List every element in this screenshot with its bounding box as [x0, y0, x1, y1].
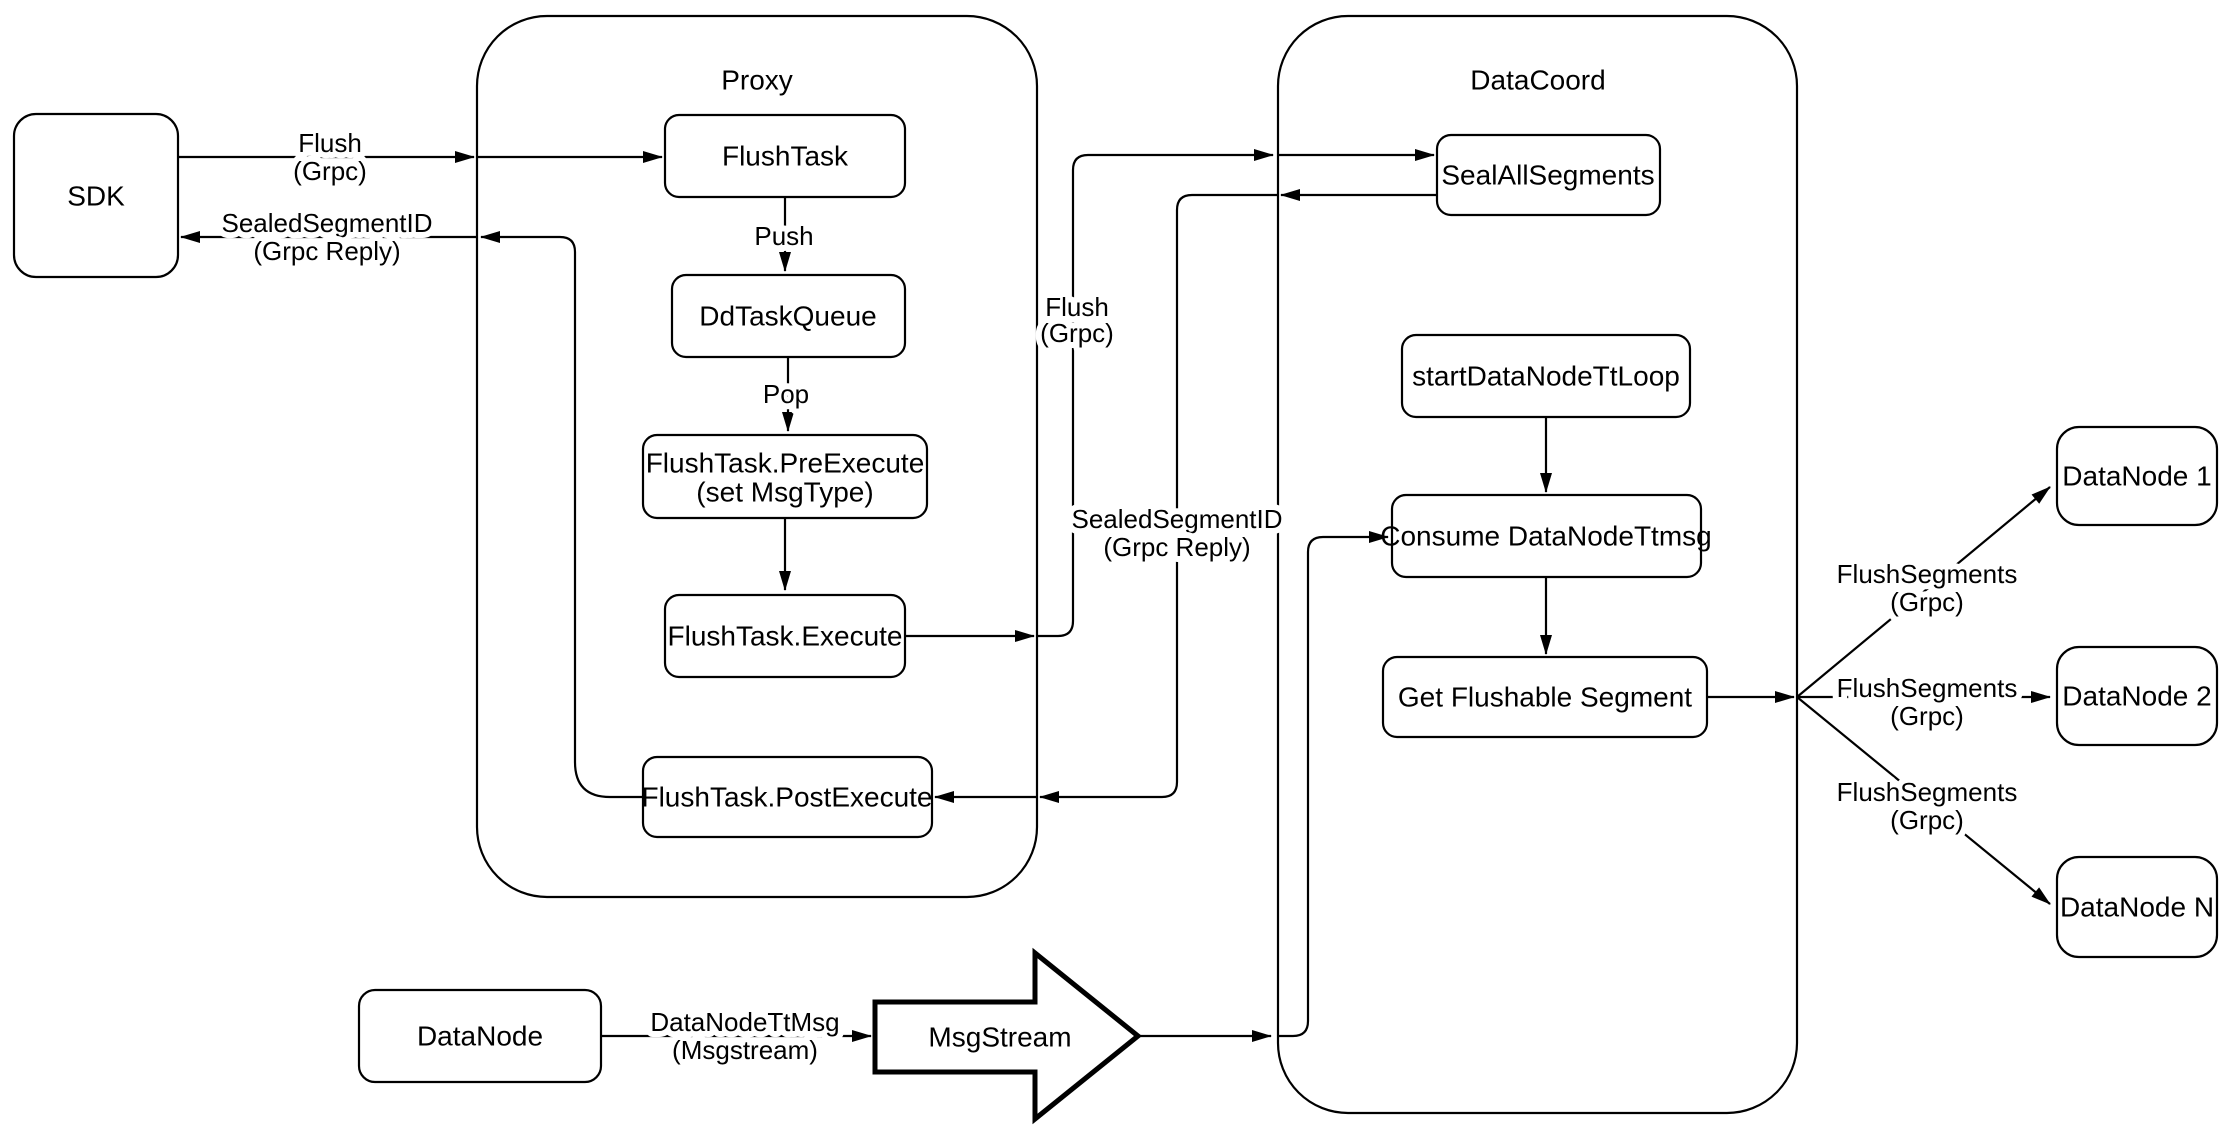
- pre-execute-box: [641, 433, 929, 520]
- edge-datacoord-edge-to-consume: [1277, 531, 1389, 1038]
- dd-task-queue-label: DdTaskQueue: [699, 301, 876, 332]
- node-sdk: SDK: [12, 112, 180, 279]
- proxy-title: Proxy: [721, 65, 793, 96]
- sdk-box: [12, 112, 180, 279]
- post-execute-label: FlushTask.PostExecute: [641, 782, 932, 813]
- label-datanode-tt-msg-line1: DataNodeTtMsg: [650, 1007, 839, 1037]
- node-datanode-bottom: DataNode: [357, 988, 603, 1084]
- start-datanode-tt-loop-label: startDataNodeTtLoop: [1412, 361, 1680, 392]
- node-datanode-2: DataNode 2: [2055, 645, 2219, 747]
- node-seal-all-segments: SealAllSegments: [1435, 133, 1662, 217]
- node-datanode-1: DataNode 1: [2055, 425, 2219, 527]
- start-datanode-tt-loop-box: [1400, 333, 1692, 419]
- node-datanode-n: DataNode N: [2055, 855, 2219, 959]
- edge-proxy-to-datacoord-flush: [1037, 149, 1274, 638]
- node-pre-execute: FlushTask.PreExecute (set MsgType): [641, 433, 929, 520]
- label-pop: Pop: [763, 379, 809, 409]
- label-push: Push: [754, 221, 813, 251]
- node-post-execute: FlushTask.PostExecute: [641, 755, 934, 839]
- seal-all-segments-label: SealAllSegments: [1441, 160, 1654, 191]
- label-flush-segments-3-line2: (Grpc): [1890, 805, 1964, 835]
- label-flush-sdk-line2: (Grpc): [293, 156, 367, 186]
- container-datacoord: DataCoord: [1276, 14, 1799, 1115]
- consume-datanode-ttmsg-label: Consume DataNodeTtmsg: [1380, 521, 1711, 552]
- dd-task-queue-box: [670, 273, 907, 359]
- node-start-datanode-tt-loop: startDataNodeTtLoop: [1400, 333, 1692, 419]
- pre-execute-label-line1: FlushTask.PreExecute: [646, 448, 925, 479]
- edge-datacoord-to-proxy-reply: [1039, 193, 1277, 803]
- datanode-1-label: DataNode 1: [2062, 461, 2211, 492]
- get-flushable-segment-box: [1381, 655, 1709, 739]
- flush-task-label: FlushTask: [722, 141, 849, 172]
- edges: [178, 149, 2051, 1042]
- label-sealed-mid-line2: (Grpc Reply): [1103, 532, 1250, 562]
- execute-box: [663, 593, 907, 679]
- node-dd-task-queue: DdTaskQueue: [670, 273, 907, 359]
- datanode-2-label: DataNode 2: [2062, 681, 2211, 712]
- label-flush-segments-1-line1: FlushSegments: [1837, 559, 2018, 589]
- seal-all-segments-box: [1435, 133, 1662, 217]
- node-consume-datanode-ttmsg: Consume DataNodeTtmsg: [1380, 493, 1712, 579]
- label-sealed-sdk-line1: SealedSegmentID: [221, 208, 432, 238]
- label-flush-segments-3-line1: FlushSegments: [1837, 777, 2018, 807]
- label-flush-segments-2-line1: FlushSegments: [1837, 673, 2018, 703]
- msgstream-label: MsgStream: [928, 1022, 1071, 1053]
- edge-labels: Flush (Grpc) SealedSegmentID (Grpc Reply…: [215, 122, 2023, 1071]
- post-execute-box: [641, 755, 934, 839]
- datanode-n-label: DataNode N: [2060, 892, 2214, 923]
- datanode-bottom-box: [357, 988, 603, 1084]
- edge-postexecute-to-proxy-edge: [480, 231, 643, 799]
- get-flushable-segment-label: Get Flushable Segment: [1398, 682, 1692, 713]
- container-proxy: Proxy: [475, 14, 1039, 899]
- label-flush-segments-2-line2: (Grpc): [1890, 701, 1964, 731]
- node-msgstream: MsgStream: [872, 947, 1142, 1125]
- msgstream-arrow-shape: [872, 947, 1142, 1125]
- consume-datanode-ttmsg-box: [1390, 493, 1703, 579]
- sdk-label: SDK: [67, 181, 125, 212]
- node-execute: FlushTask.Execute: [663, 593, 907, 679]
- datanode-1-box: [2055, 425, 2219, 527]
- edge-fan-to-datanoden: [1796, 696, 2051, 905]
- label-flush-mid-line2: (Grpc): [1040, 318, 1114, 348]
- datanode-2-box: [2055, 645, 2219, 747]
- flush-task-box: [663, 113, 907, 199]
- pre-execute-label-line2: (set MsgType): [696, 477, 873, 508]
- label-flush-segments-1-line2: (Grpc): [1890, 587, 1964, 617]
- node-flush-task: FlushTask: [663, 113, 907, 199]
- datacoord-boundary: [1276, 14, 1799, 1115]
- node-get-flushable-segment: Get Flushable Segment: [1381, 655, 1709, 739]
- label-sealed-sdk-line2: (Grpc Reply): [253, 236, 400, 266]
- proxy-boundary: [475, 14, 1039, 899]
- edge-fan-to-datanode1: [1796, 486, 2051, 698]
- label-sealed-mid-line1: SealedSegmentID: [1071, 504, 1282, 534]
- label-datanode-tt-msg-line2: (Msgstream): [672, 1035, 818, 1065]
- label-flush-sdk-line1: Flush: [298, 128, 362, 158]
- label-flush-mid-line1: Flush: [1045, 292, 1109, 322]
- datanode-bottom-label: DataNode: [417, 1021, 543, 1052]
- datacoord-title: DataCoord: [1470, 65, 1605, 96]
- datanode-n-box: [2055, 855, 2219, 959]
- execute-label: FlushTask.Execute: [668, 621, 903, 652]
